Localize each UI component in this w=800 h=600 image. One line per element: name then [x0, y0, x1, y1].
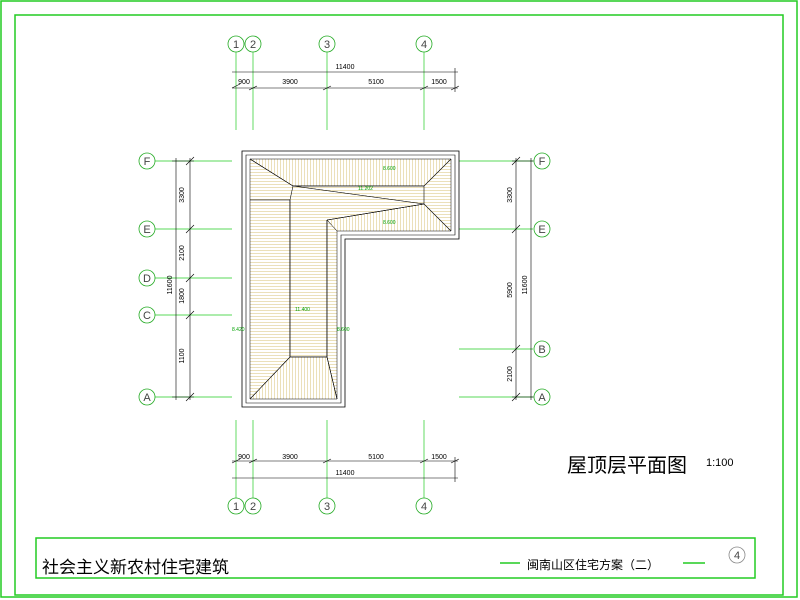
bottom-dim-4: 1500 — [431, 454, 447, 461]
elevation-ridge-top: 11.202 — [358, 186, 373, 192]
axis-markers-left — [138, 152, 156, 406]
elevation-left-eave-a: 8.420 — [232, 327, 245, 333]
axis-label-top-4: 4 — [421, 39, 427, 51]
bottom-dim-1: 900 — [238, 454, 250, 461]
roof-plan — [241, 150, 460, 408]
dimension-lines-right — [511, 156, 535, 402]
left-dim-1: 3300 — [179, 187, 186, 203]
axis-markers-right — [533, 152, 551, 406]
axis-label-bottom-1: 1 — [233, 501, 239, 513]
axis-markers-top — [227, 35, 433, 53]
axis-label-right-b: B — [538, 344, 545, 356]
scheme-name: 闽南山区住宅方案（二） — [527, 558, 660, 572]
dimension-lines-top — [231, 68, 460, 92]
drawing-scale: 1:100 — [706, 457, 734, 469]
top-dim-1: 900 — [238, 79, 250, 86]
axis-label-left-d: D — [143, 273, 151, 285]
elevation-top-eave: 8.600 — [383, 166, 396, 172]
axis-label-bottom-4: 4 — [421, 501, 427, 513]
top-dim-4: 1500 — [431, 79, 447, 86]
left-dim-2: 2100 — [179, 245, 186, 261]
right-dim-1: 3300 — [507, 187, 514, 203]
axis-markers-bottom — [227, 497, 433, 515]
axis-label-bottom-2: 2 — [250, 501, 256, 513]
axis-label-top-1: 1 — [233, 39, 239, 51]
axis-label-left-a: A — [143, 392, 151, 404]
right-total-dimension: 11600 — [522, 275, 529, 294]
axis-label-left-f: F — [144, 156, 151, 168]
drawing-frame — [14, 14, 784, 596]
axis-label-left-e: E — [143, 224, 150, 236]
sheet-number-circle — [728, 546, 746, 564]
elevation-left-eave-b: 8.600 — [337, 327, 350, 333]
title-block — [35, 537, 756, 579]
grid-lines-vertical — [235, 52, 425, 498]
bottom-dim-2: 3900 — [282, 454, 298, 461]
right-dim-3: 2100 — [507, 366, 514, 382]
bottom-dim-3: 5100 — [368, 454, 384, 461]
axis-label-top-3: 3 — [324, 39, 330, 51]
axis-label-left-c: C — [143, 310, 151, 322]
axis-label-right-e: E — [538, 224, 545, 236]
dimension-lines-left — [172, 156, 195, 402]
left-dim-4: 1100 — [179, 348, 186, 363]
axis-label-right-f: F — [539, 156, 546, 168]
project-title: 社会主义新农村住宅建筑 — [42, 558, 229, 578]
left-total-dimension: 11600 — [167, 275, 174, 294]
axis-label-bottom-3: 3 — [324, 501, 330, 513]
drawing-title: 屋顶层平面图 — [567, 453, 687, 477]
left-dim-3: 1800 — [179, 288, 186, 304]
top-dim-2: 3900 — [282, 79, 298, 86]
axis-label-top-2: 2 — [250, 39, 256, 51]
sheet-number: 4 — [734, 550, 740, 562]
right-dim-2: 5900 — [507, 282, 514, 298]
elevation-ridge-left: 11.400 — [295, 307, 310, 313]
bottom-total-dimension: 11400 — [336, 470, 355, 477]
top-dim-3: 5100 — [368, 79, 384, 86]
elevation-top-eave-lower: 8.600 — [383, 220, 396, 226]
dimension-lines-bottom — [231, 457, 460, 482]
axis-label-right-a: A — [538, 392, 546, 404]
top-total-dimension: 11400 — [336, 64, 355, 71]
